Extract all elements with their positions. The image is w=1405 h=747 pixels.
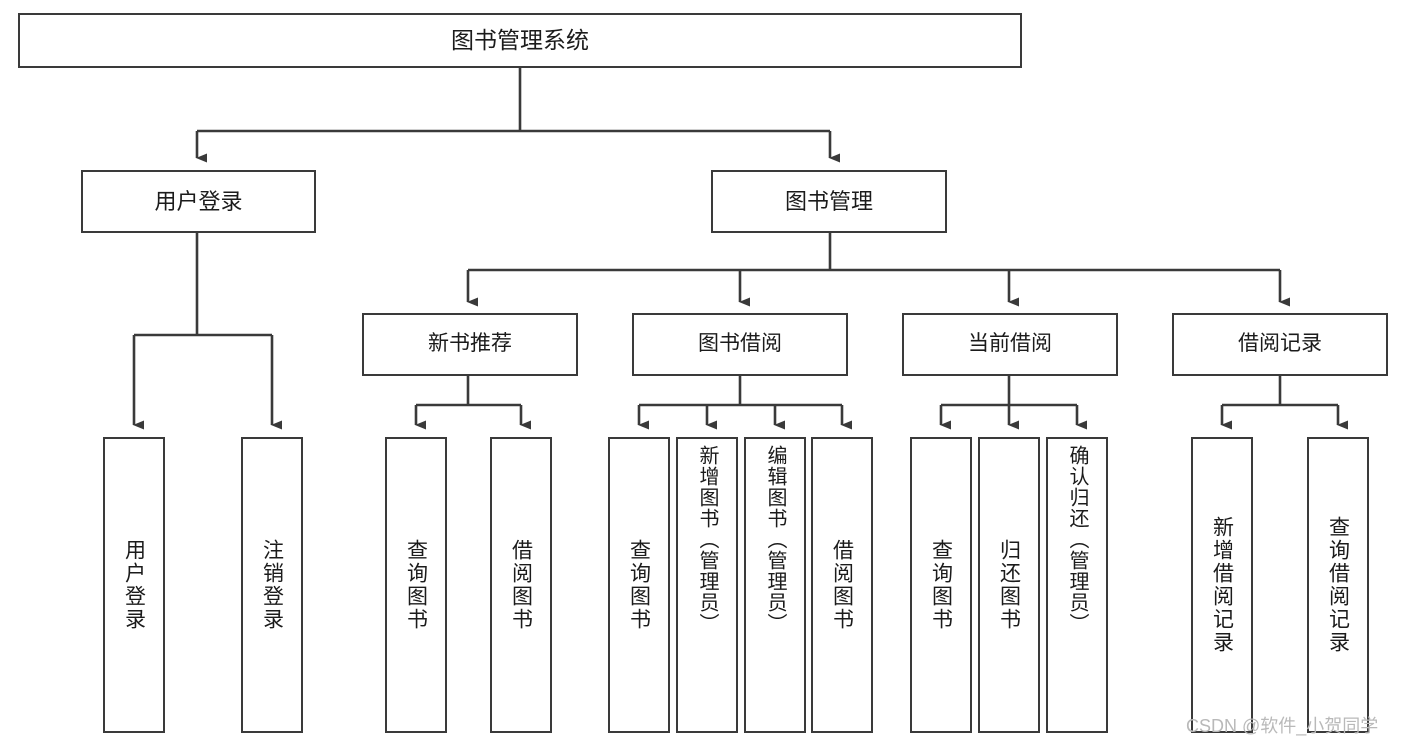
node-label: 新书推荐 [428,332,512,356]
node-leaf-user-login[interactable]: 用户登录 [103,437,165,733]
node-label: 借阅记录 [1238,332,1322,356]
node-label: 借阅图书 [830,539,854,631]
node-user-login[interactable]: 用户登录 [81,170,316,233]
node-leaf-query-borrow-record[interactable]: 查询借阅记录 [1307,437,1369,733]
csdn-watermark: CSDN @软件_小贺同学 [1186,716,1379,736]
node-label: 查询图书 [929,539,953,631]
node-label: 新增借阅记录 [1210,516,1234,654]
node-label: 借阅图书 [509,539,533,631]
node-leaf-logout-login[interactable]: 注销登录 [241,437,303,733]
node-leaf-query-book-recommend[interactable]: 查询图书 [385,437,447,733]
node-book-borrow[interactable]: 图书借阅 [632,313,848,376]
node-label: 图书借阅 [698,332,782,356]
node-leaf-return-book[interactable]: 归还图书 [978,437,1040,733]
node-label: 查询图书 [404,539,428,631]
node-leaf-query-book-current[interactable]: 查询图书 [910,437,972,733]
node-label: 编辑图书（管理员） [764,445,786,634]
node-borrow-record[interactable]: 借阅记录 [1172,313,1388,376]
node-leaf-borrow-book-borrow[interactable]: 借阅图书 [811,437,873,733]
node-label: 确认归还（管理员） [1066,445,1088,634]
node-leaf-add-book-admin[interactable]: 新增图书（管理员） [676,437,738,733]
node-new-book-recommend[interactable]: 新书推荐 [362,313,578,376]
node-label: 当前借阅 [968,332,1052,356]
node-leaf-borrow-book-recommend[interactable]: 借阅图书 [490,437,552,733]
node-label: 图书管理系统 [451,26,589,53]
node-leaf-confirm-return-admin[interactable]: 确认归还（管理员） [1046,437,1108,733]
node-root-book-management-system[interactable]: 图书管理系统 [18,13,1022,68]
node-leaf-edit-book-admin[interactable]: 编辑图书（管理员） [744,437,806,733]
node-label: 用户登录 [154,188,243,214]
node-book-management[interactable]: 图书管理 [711,170,947,233]
node-label: 注销登录 [260,539,284,631]
node-label: 查询借阅记录 [1326,516,1350,654]
node-label: 查询图书 [627,539,651,631]
node-leaf-query-book-borrow[interactable]: 查询图书 [608,437,670,733]
node-label: 新增图书（管理员） [696,445,718,634]
node-label: 图书管理 [784,188,873,214]
node-current-borrow[interactable]: 当前借阅 [902,313,1118,376]
node-leaf-add-borrow-record[interactable]: 新增借阅记录 [1191,437,1253,733]
node-label: 归还图书 [997,539,1021,631]
node-label: 用户登录 [122,539,146,631]
